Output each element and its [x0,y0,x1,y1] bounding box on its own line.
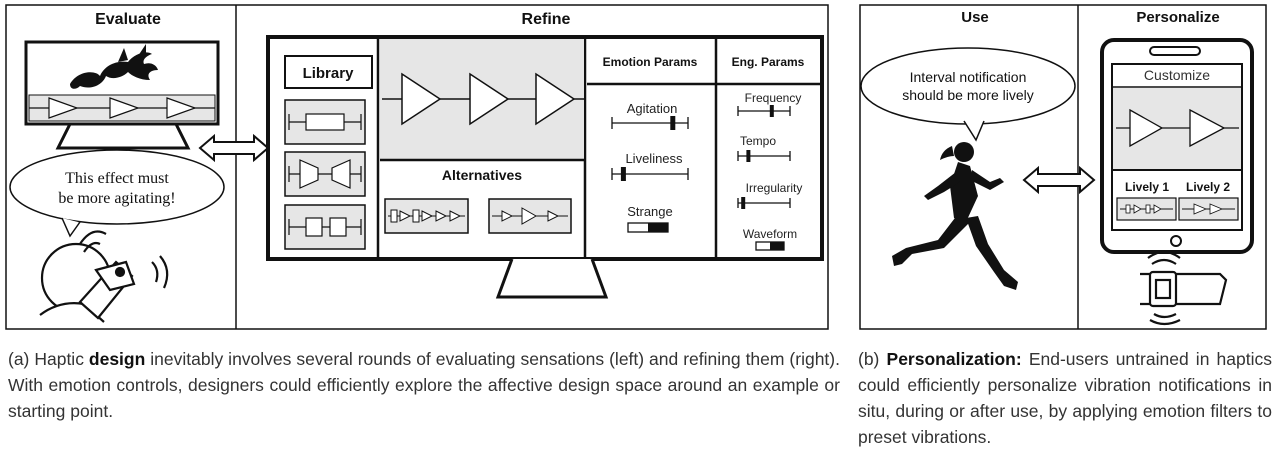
library-item-2[interactable] [284,151,366,197]
lively-2-label: Lively 2 [1186,180,1230,194]
strange-toggle[interactable] [627,222,669,233]
speech-bubble-line-2: be more agitating! [58,190,175,207]
evaluate-title: Evaluate [95,11,161,28]
figure-b-frame [859,4,1267,330]
speech-bubble-line-1: This effect must [65,170,169,187]
figure-a-diagram: This effect must be more agitating! Libr… [5,4,829,330]
agitation-label: Agitation [627,101,678,116]
customize-header: Customize [1144,67,1210,83]
thought-bubble-line-1: Interval notification [910,69,1027,85]
caption-a-prefix: (a) Haptic [8,349,89,369]
refine-monitor-stand [495,258,609,299]
thought-bubble [860,47,1076,125]
caption-a-rest: inevitably involves several rounds of ev… [8,349,840,421]
waveform-toggle[interactable] [755,241,785,251]
tempo-slider[interactable] [737,150,791,162]
alternative-option-1[interactable] [384,198,469,234]
lively-2-option[interactable] [1178,197,1239,221]
waveform-label: Waveform [743,227,797,241]
dragon-logo-icon [70,44,158,89]
tempo-label: Tempo [740,134,776,148]
caption-b: (b) Personalization: End-users untrained… [858,346,1272,450]
phone-waveform-preview[interactable] [1113,88,1241,171]
caption-b-rest: End-users untrained in haptics could eff… [858,349,1272,447]
thought-bubble-line-2: should be more lively [902,87,1034,103]
liveliness-slider[interactable] [611,167,689,181]
caption-b-bold: Personalization: [886,349,1022,369]
agitation-slider[interactable] [611,116,689,130]
figure-a-frame [5,4,829,330]
lively-1-label: Lively 1 [1125,180,1169,194]
frequency-slider[interactable] [737,105,791,117]
alternative-option-2[interactable] [488,198,572,234]
lively-1-option[interactable] [1116,197,1177,221]
waveform-editor-canvas[interactable] [380,39,584,162]
caption-a: (a) Haptic design inevitably involves se… [8,346,840,424]
library-label: Library [303,65,355,82]
use-title: Use [961,9,989,26]
liveliness-label: Liveliness [625,151,683,166]
refine-title: Refine [522,11,571,28]
frequency-label: Frequency [745,91,802,105]
alternatives-label: Alternatives [442,167,522,183]
caption-b-prefix: (b) [858,349,887,369]
library-item-3[interactable] [284,204,366,250]
eng-params-header: Eng. Params [732,55,805,69]
runner-icon [892,142,1018,290]
evaluate-refine-double-arrow-icon [198,133,270,163]
strange-label: Strange [627,204,673,219]
designer-with-phone-icon [39,230,169,323]
evaluate-monitor [24,40,220,150]
use-personalize-double-arrow-icon [1022,165,1096,195]
personalize-title: Personalize [1136,9,1219,26]
figure-b-diagram: Use Personalize Interval notification sh… [859,4,1267,330]
irregularity-slider[interactable] [737,197,791,209]
irregularity-label: Irregularity [746,181,803,195]
smartwatch-wrist-icon [1140,250,1228,326]
emotion-params-header: Emotion Params [603,55,698,69]
library-header[interactable] [284,55,373,89]
library-item-1[interactable] [284,99,366,145]
speech-bubble [9,149,225,225]
caption-a-bold: design [88,349,146,369]
